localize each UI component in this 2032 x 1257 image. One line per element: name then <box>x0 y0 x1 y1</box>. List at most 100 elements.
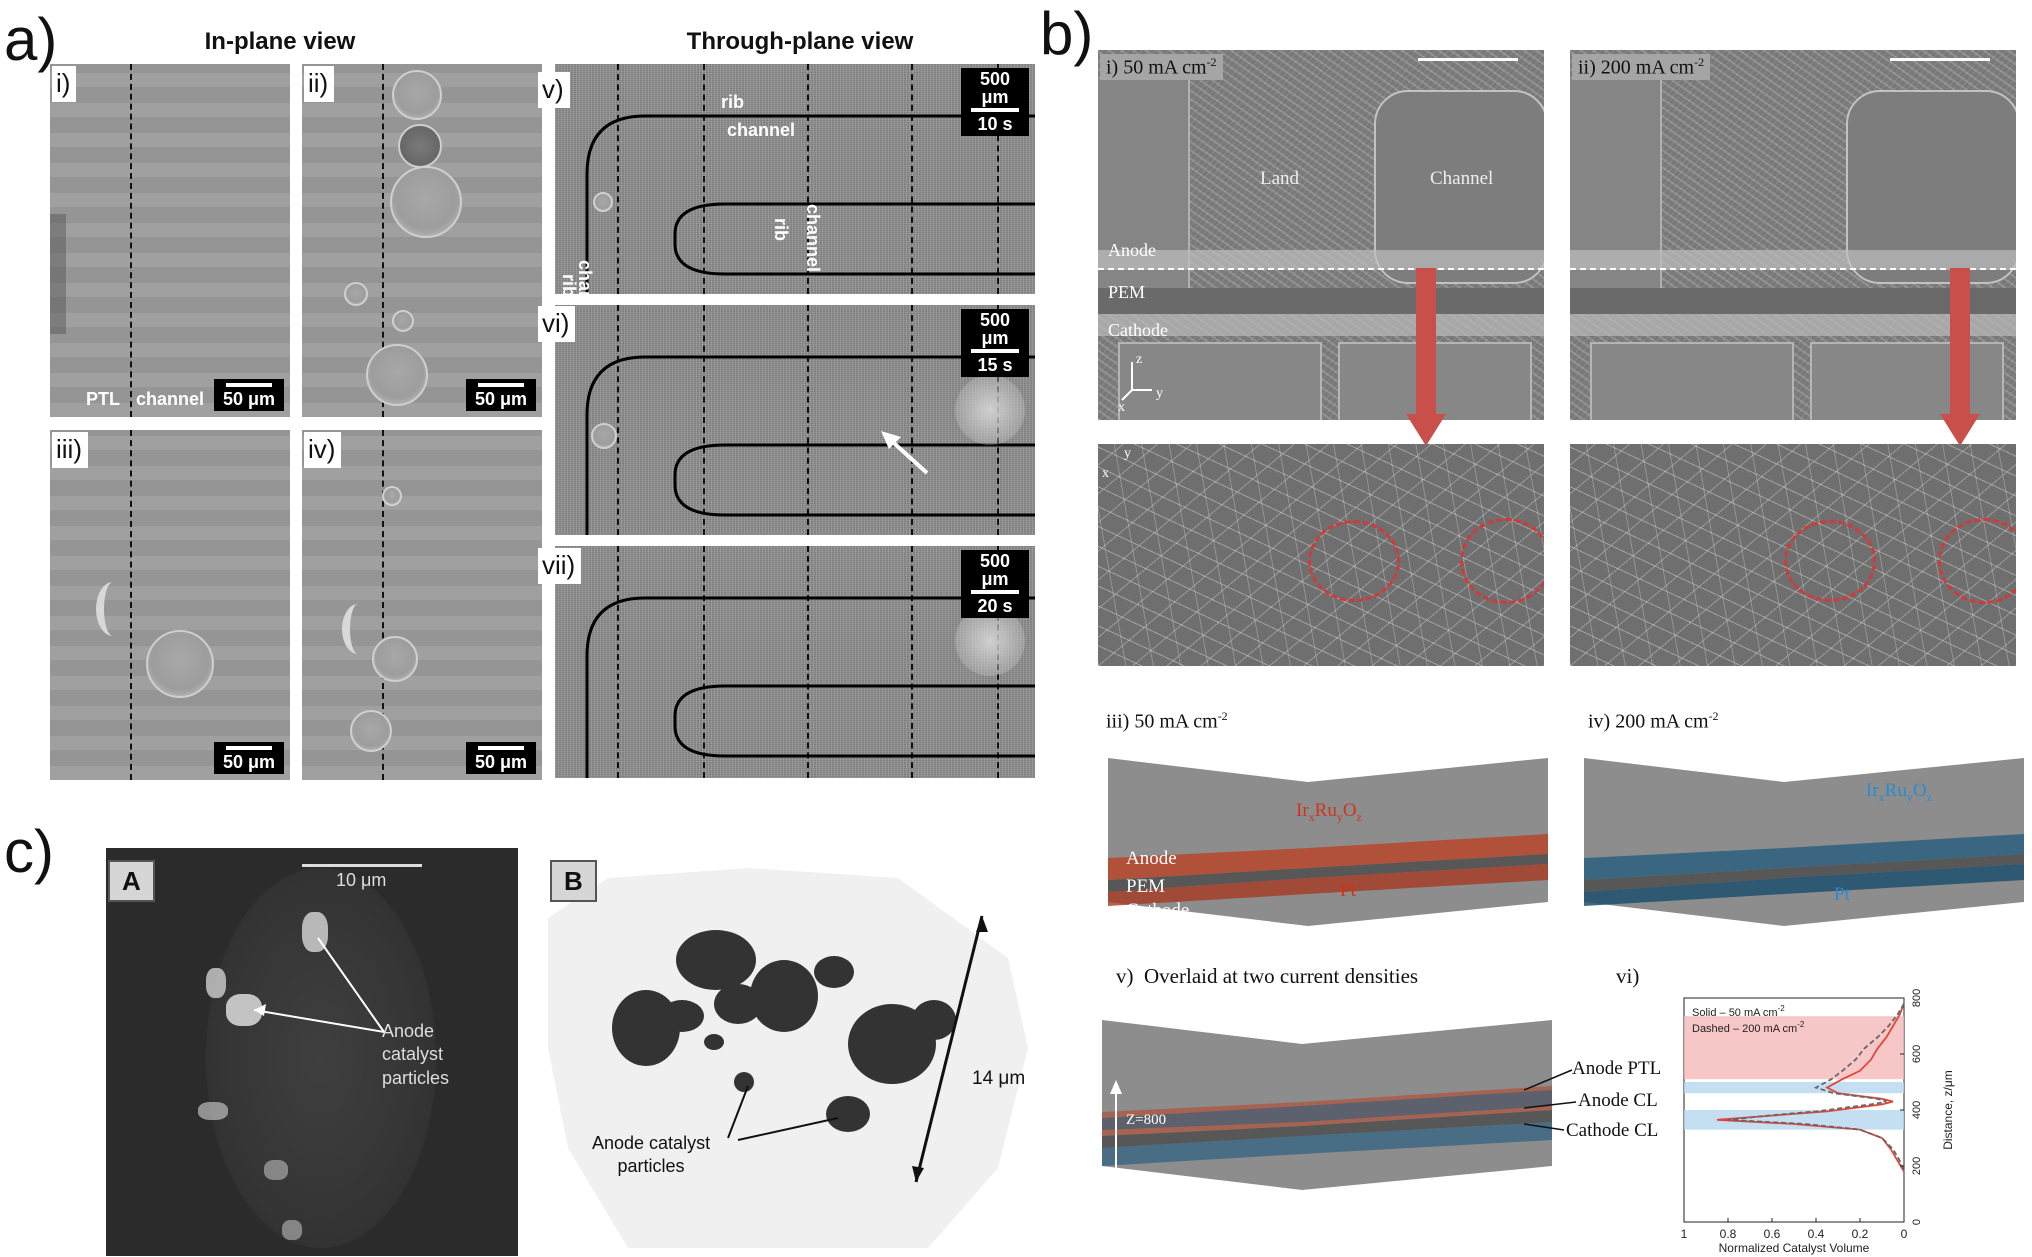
sub-label-b-v: v) Overlaid at two current densities <box>1116 964 1419 988</box>
x-tick-label: 0 <box>1901 1227 1908 1241</box>
b-iv-3d-render <box>1584 758 2024 926</box>
cathode-cl-label: Cathode CL <box>1566 1120 1659 1141</box>
b-v-leader-lines <box>1523 1069 1577 1131</box>
axis-x: x <box>1118 400 1125 415</box>
chart-region-cathode-cl <box>1684 1110 1904 1130</box>
anode-label: Anode <box>1126 848 1177 869</box>
anode-cl-label: Anode CL <box>1578 1090 1658 1111</box>
sub-label-a-iv: iv) <box>304 432 342 468</box>
channel-label: channel <box>136 389 205 409</box>
sub-label-b-i: i) 50 mA cm-2 <box>1100 54 1223 80</box>
sub-label-c-b: B <box>550 860 597 902</box>
x-tick-label: 0.4 <box>1808 1227 1825 1241</box>
panel-b-label: b) <box>1040 0 1094 67</box>
sub-label-b-iv: iv) 200 mA cm-2 <box>1588 709 1719 733</box>
channel-label: channel <box>727 120 796 140</box>
dimension-label: 14 μm <box>972 1068 1026 1089</box>
channel-label: Channel <box>1430 168 1494 189</box>
b-iii-3d-render <box>1108 758 1548 926</box>
y-tick-label: 600 <box>1911 1045 1923 1063</box>
pt-label: Pt <box>1834 884 1850 905</box>
sub-label-b-vi: vi) <box>1616 964 1640 988</box>
rib-label-vertical: rib <box>559 274 579 294</box>
pem-label: PEM <box>1126 876 1166 897</box>
land-label: Land <box>1260 168 1300 189</box>
a-iii-image: 50 μm <box>50 430 290 780</box>
through-plane-title: Through-plane view <box>686 28 914 55</box>
scale-label: 10 μm <box>336 870 387 890</box>
a-i-image: PTL channel 50 μm <box>50 64 290 417</box>
channel-label-vertical-2: channel <box>803 204 823 273</box>
a-v-image: rib channel channel rib rib channel 500 … <box>555 64 1035 294</box>
cathode-label: Cathode <box>1108 320 1168 340</box>
in-plane-title: In-plane view <box>204 28 356 55</box>
chart-region-anode-ptl <box>1684 1016 1904 1080</box>
z800-label: Z=800 <box>1126 1112 1167 1128</box>
irru-label: IrxRuyOz <box>1866 780 1932 804</box>
z0-label: Z=0 <box>1126 1188 1152 1204</box>
y-tick-label: 200 <box>1911 1157 1923 1175</box>
sub-label-a-ii: ii) <box>304 66 335 102</box>
y-tick-label: 0 <box>1911 1219 1923 1225</box>
b-vi-chart: 1 0.8 0.6 0.4 0.2 0 0 200 400 600 800 Solid – 50 … <box>1681 989 1955 1255</box>
axis-y: y <box>1156 386 1163 401</box>
axis-x: x <box>1102 466 1109 481</box>
pem-label: PEM <box>1108 282 1146 302</box>
b-ii-network <box>1570 444 2016 666</box>
sub-label-b-ii: ii) 200 mA cm-2 <box>1572 54 1711 80</box>
sub-label-a-v: v) <box>538 72 570 108</box>
chart-region-anode-cl <box>1684 1082 1904 1094</box>
irru-label: IrxRuyOz <box>1296 800 1362 824</box>
rib-label-vertical-2: rib <box>771 218 791 242</box>
red-arrow-ii <box>1940 268 1980 446</box>
scale-bar: 50 μm <box>214 742 284 774</box>
x-tick-label: 0.2 <box>1852 1227 1869 1241</box>
rib-label: rib <box>721 92 745 112</box>
x-tick-label: 0.6 <box>1764 1227 1781 1241</box>
a-ii-image: 50 μm <box>302 64 542 417</box>
pt-label: Pt <box>1340 880 1356 901</box>
b-ii-cross-section <box>1570 50 2016 420</box>
panel-a-label: a) <box>4 6 58 73</box>
cathode-label: Cathode <box>1126 900 1190 921</box>
axis-triad <box>1121 362 1152 401</box>
b-i-cross-section: Land Channel Anode PEM Cathode z y x <box>1098 50 1544 420</box>
x-tick-label: 0.8 <box>1720 1227 1737 1241</box>
sub-label-c-a: A <box>108 860 155 902</box>
a-iv-image: 50 μm <box>302 430 542 780</box>
sub-label-a-vii: vii) <box>538 548 582 584</box>
panel-c-label: c) <box>4 818 54 885</box>
axis-z: z <box>1136 352 1143 367</box>
scale-bar: 50 μm <box>466 742 536 774</box>
sub-label-a-i: i) <box>52 66 77 102</box>
legend-solid: Solid – 50 mA cm-2 <box>1692 1004 1785 1019</box>
anode-ptl-label: Anode PTL <box>1572 1058 1662 1079</box>
y-tick-label: 400 <box>1911 1101 1923 1119</box>
scale-bar: 50 μm <box>466 379 536 411</box>
ptl-label: PTL <box>86 389 120 409</box>
b-v-3d-render <box>1102 1020 1552 1208</box>
sub-label-b-iii: iii) 50 mA cm-2 <box>1106 709 1228 733</box>
scale-bar: 50 μm <box>214 379 284 411</box>
sub-label-a-vi: vi) <box>538 306 576 342</box>
chart-series-line-1 <box>1727 1003 1905 1172</box>
red-arrow-i <box>1406 268 1446 446</box>
anode-label: Anode <box>1108 240 1156 260</box>
b-i-network: y x <box>1098 444 1544 666</box>
y-axis-label: Distance, z/μm <box>1941 1070 1955 1150</box>
x-axis-label: Normalized Catalyst Volume <box>1719 1241 1870 1255</box>
y-tick-label: 800 <box>1911 989 1923 1007</box>
legend-dashed: Dashed – 200 mA cm-2 <box>1692 1020 1805 1035</box>
sub-label-a-iii: iii) <box>52 432 88 468</box>
axis-y: y <box>1124 446 1131 461</box>
x-tick-label: 1 <box>1681 1227 1688 1241</box>
